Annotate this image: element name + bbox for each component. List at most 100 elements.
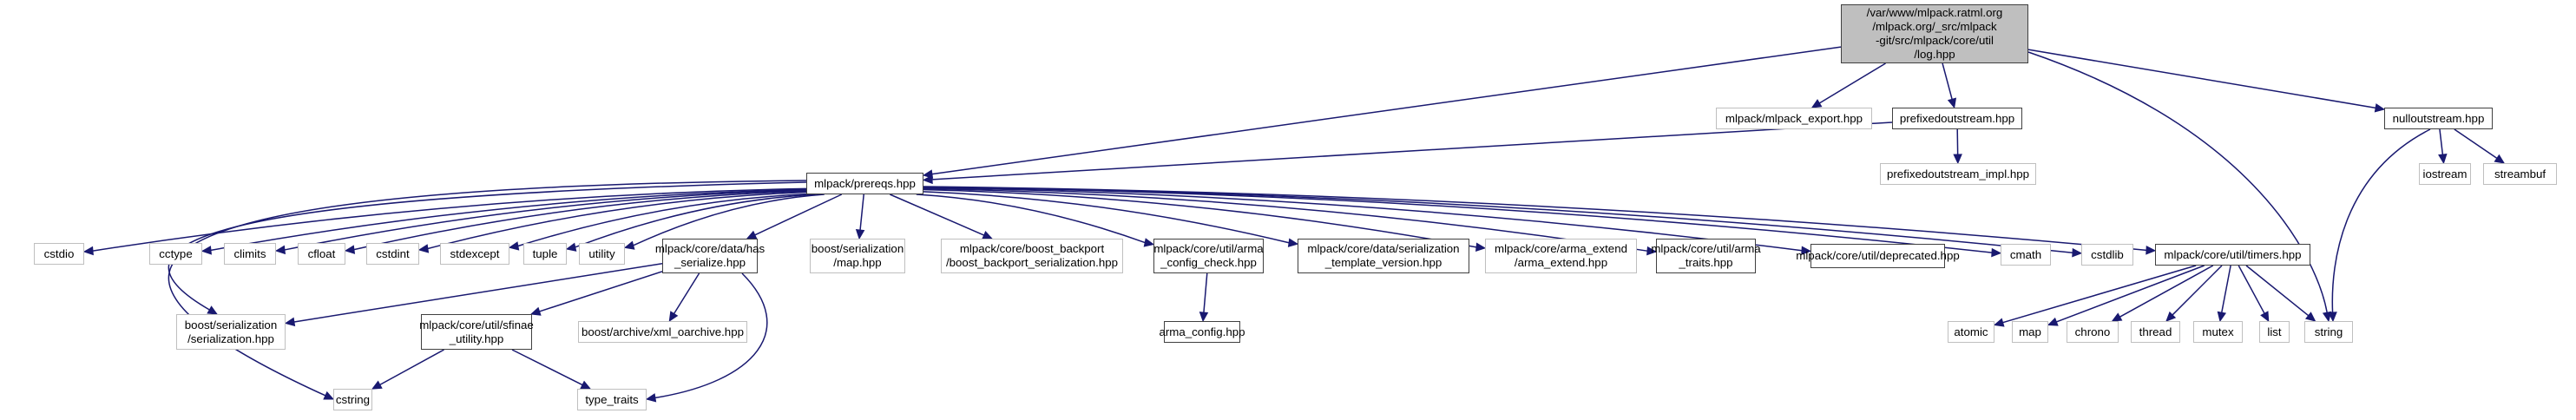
edge-log-to-prereqs	[931, 46, 1842, 175]
edge-prereqs-to-cstring	[168, 180, 807, 397]
edge-log-to-prefixed-arrowhead	[1947, 97, 1957, 109]
node-prefixed-impl: prefixedoutstream_impl.hpp	[1880, 163, 2036, 185]
node-label: string	[2314, 325, 2343, 338]
node-label: tuple	[532, 246, 558, 260]
node-nullout[interactable]: nulloutstream.hpp	[2384, 108, 2493, 129]
edge-has-serialize-to-ser-ser-arrowhead	[284, 317, 296, 327]
node-backport: mlpack/core/boost_backport /boost_backpo…	[941, 239, 1123, 273]
node-sfinae[interactable]: mlpack/core/util/sfinae _utility.hpp	[419, 314, 534, 350]
node-cfloat: cfloat	[298, 243, 345, 265]
node-label: chrono	[2074, 325, 2111, 338]
node-label: map	[2019, 325, 2041, 338]
node-cstring: cstring	[333, 389, 372, 410]
node-label: mutex	[2202, 325, 2234, 338]
edge-prereqs-to-ser-map-arrowhead	[855, 229, 865, 240]
edge-prereqs-to-stdexcept	[517, 193, 807, 247]
node-string: string	[2304, 321, 2353, 343]
node-deprecated[interactable]: mlpack/core/util/deprecated.hpp	[1796, 244, 1960, 268]
edge-prereqs-to-deprecated-arrowhead	[1801, 246, 1812, 255]
node-xml-oarchive: boost/archive/xml_oarchive.hpp	[578, 321, 747, 343]
edge-prereqs-to-cmath	[923, 186, 1993, 253]
edge-sfinae-to-cstring	[379, 349, 444, 386]
node-prereqs[interactable]: mlpack/prereqs.hpp	[806, 173, 923, 194]
edge-timers-to-map	[2056, 265, 2205, 323]
node-mutex: mutex	[2193, 321, 2243, 343]
node-cstdio: cstdio	[34, 243, 84, 265]
node-arma-config[interactable]: arma_config.hpp	[1159, 321, 1245, 343]
edge-prereqs-to-cfloat	[353, 190, 807, 251]
edge-prereqs-to-ser-tpl	[923, 191, 1290, 244]
edge-log-to-export-arrowhead	[1810, 99, 1823, 108]
node-label: cstdint	[376, 246, 410, 260]
edge-prefixed-to-prefixed-impl-arrowhead	[1953, 154, 1962, 165]
edge-prereqs-to-has-serialize	[754, 194, 843, 236]
edge-timers-to-mutex-arrowhead	[2217, 311, 2227, 323]
edge-log-to-export	[1818, 62, 1886, 104]
edge-prefixed-to-prereqs	[931, 121, 1893, 180]
node-label: atomic	[1954, 325, 1988, 338]
edge-prereqs-to-cctype	[210, 188, 807, 252]
edge-prefixed-to-prereqs-arrowhead	[922, 174, 933, 185]
node-label: utility	[588, 246, 615, 260]
node-label: streambuf	[2494, 167, 2546, 180]
node-label: cctype	[159, 246, 193, 260]
node-arma-cfg-check[interactable]: mlpack/core/util/arma _config_check.hpp	[1153, 239, 1264, 273]
edge-timers-to-atomic	[2002, 265, 2197, 324]
edge-prereqs-to-timers-arrowhead	[2146, 246, 2157, 255]
node-has-serialize[interactable]: mlpack/core/data/has _serialize.hpp	[655, 239, 765, 273]
edge-prereqs-to-cstdio-arrowhead	[82, 246, 94, 256]
node-ser-tpl[interactable]: mlpack/core/data/serialization _template…	[1298, 239, 1469, 273]
node-label: cstdio	[43, 246, 75, 260]
edge-nullout-to-iostream	[2439, 128, 2444, 155]
edge-nullout-to-streambuf	[2454, 128, 2498, 159]
edge-timers-to-atomic-arrowhead	[1993, 318, 2005, 327]
edge-timers-to-chrono	[2119, 265, 2214, 318]
node-export: mlpack/mlpack_export.hpp	[1716, 108, 1872, 129]
edge-sfinae-to-type-traits-arrowhead	[580, 380, 592, 390]
node-prefixed[interactable]: prefixedoutstream.hpp	[1892, 108, 2022, 129]
edge-sfinae-to-type-traits	[511, 349, 583, 386]
node-arma-traits[interactable]: mlpack/core/util/arma _traits.hpp	[1651, 239, 1761, 273]
node-label: mlpack/core/util/deprecated.hpp	[1796, 249, 1960, 262]
edge-prereqs-to-stdexcept-arrowhead	[508, 241, 520, 251]
edge-prereqs-to-ser-map	[859, 194, 864, 231]
edge-has-serialize-to-ser-ser	[293, 262, 663, 323]
node-atomic: atomic	[1948, 321, 1994, 343]
node-label: mlpack/prereqs.hpp	[814, 176, 916, 190]
node-cmath: cmath	[2001, 244, 2051, 266]
node-climits: climits	[224, 243, 276, 265]
edge-prereqs-to-arma-extend-arrowhead	[1475, 242, 1487, 253]
node-thread: thread	[2131, 321, 2180, 343]
edge-prereqs-to-ser-ser	[168, 181, 807, 311]
node-timers[interactable]: mlpack/core/util/timers.hpp	[2155, 244, 2310, 266]
node-list: list	[2259, 321, 2290, 343]
edge-nullout-to-iostream-arrowhead	[2438, 153, 2448, 165]
edge-timers-to-thread-arrowhead	[2165, 311, 2177, 322]
node-log: /var/www/mlpack.ratml.org /mlpack.org/_s…	[1841, 4, 2028, 63]
edge-timers-to-list-arrowhead	[2260, 311, 2270, 323]
edge-nullout-to-string-arrowhead	[2328, 312, 2337, 323]
edge-prereqs-to-tuple	[575, 194, 816, 248]
edge-timers-to-thread	[2172, 265, 2223, 316]
node-label: mlpack/core/data/serialization _template…	[1307, 242, 1460, 269]
node-label: boost/serialization /map.hpp	[811, 242, 904, 269]
edge-prereqs-to-cstring-arrowhead	[323, 390, 335, 400]
edge-prereqs-to-backport	[890, 194, 985, 236]
node-label: arma_config.hpp	[1159, 325, 1245, 338]
edge-prereqs-to-utility-arrowhead	[623, 240, 635, 250]
edge-timers-to-string	[2245, 265, 2310, 317]
edge-timers-to-mutex	[2221, 265, 2231, 313]
node-utility: utility	[579, 243, 625, 265]
node-cctype: cctype	[149, 243, 202, 265]
edge-prereqs-to-arma-traits	[923, 187, 1648, 252]
edge-log-to-nullout-arrowhead	[2374, 103, 2386, 113]
node-streambuf: streambuf	[2483, 163, 2557, 185]
edge-has-serialize-to-sfinae	[539, 271, 663, 312]
node-label: climits	[233, 246, 266, 260]
edge-prereqs-to-arma-extend	[923, 188, 1477, 248]
node-label: mlpack/core/arma_extend /arma_extend.hpp	[1495, 242, 1627, 269]
edge-timers-to-map-arrowhead	[2047, 317, 2059, 326]
node-label: stdexcept	[450, 246, 500, 260]
node-stdexcept: stdexcept	[440, 243, 509, 265]
